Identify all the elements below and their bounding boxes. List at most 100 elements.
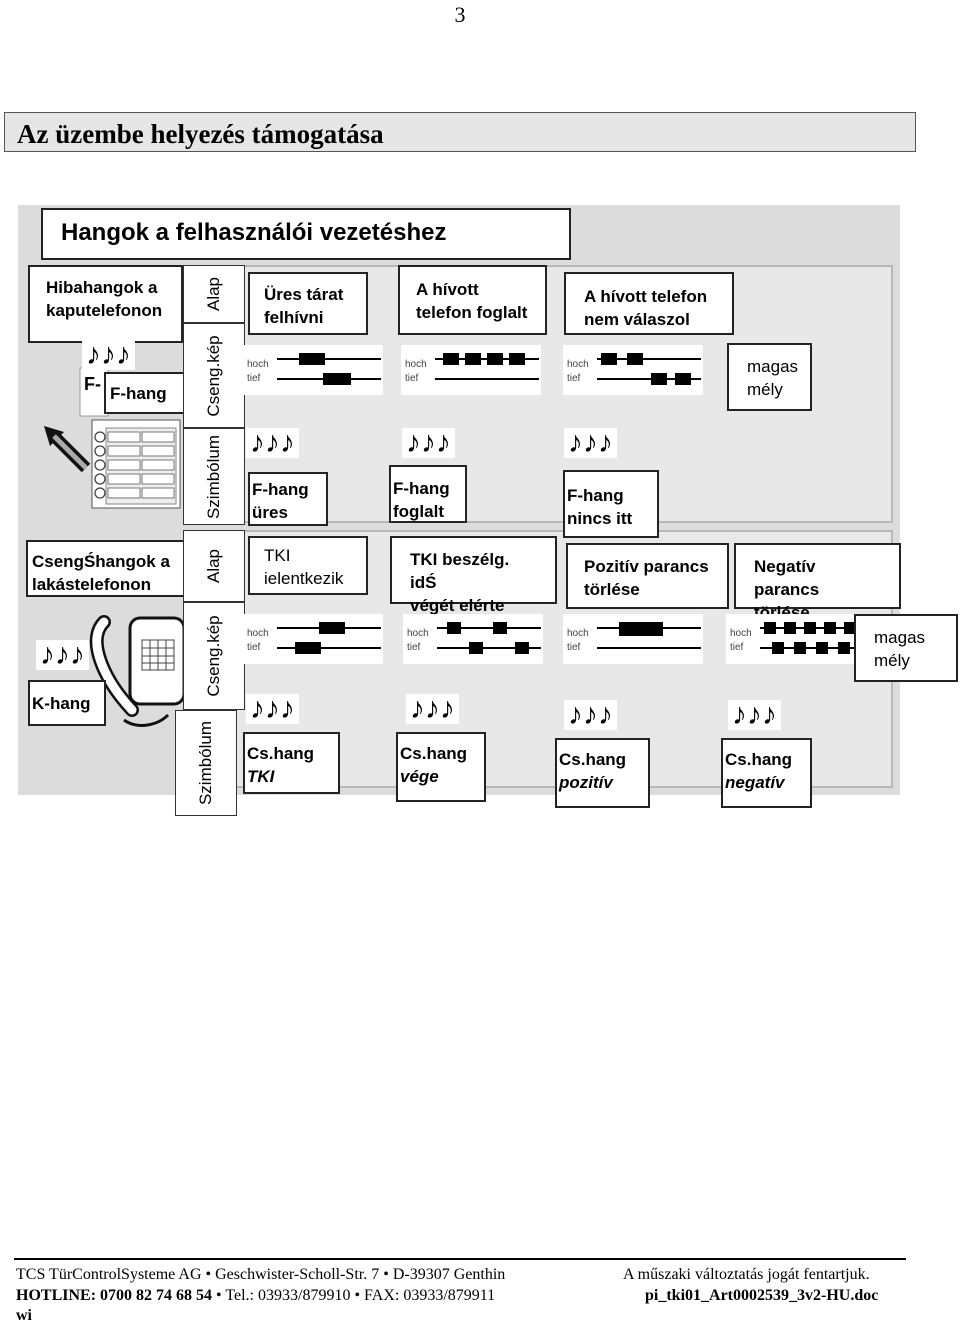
home-heading-line1: CsengŚhangok a [32,552,170,571]
door-col1-title-line1: Üres tárat [264,285,344,304]
door-col2-title-line1: A hívott [416,280,479,299]
door-col2-symbol-line1: F-hang [393,479,450,498]
door-col2-title-line2: telefon foglalt [416,303,528,322]
home-col3-title-line2: törlése [584,580,640,599]
hoch-label: hoch [730,628,752,639]
tief-label: tief [405,373,419,384]
music-note-icon: ♪♪♪ [402,428,455,458]
home-col2-symbol: Cs.hang vége [396,732,486,802]
level-legend-door: magas mély [727,343,812,411]
home-col4-title: Negatív parancs törlése [734,543,901,622]
footer-contact: HOTLINE: 0700 82 74 68 54 • Tel.: 03933/… [16,1287,495,1305]
door-display-text: F- [84,374,101,394]
signal-empty-memory: hoch tief [243,345,383,395]
door-col1-title: Üres tárat felhívni [248,272,368,335]
signal-positive: hoch tief [563,614,703,664]
footer-hotline: HOTLINE: 0700 82 74 68 54 [16,1287,213,1304]
music-note-icon: ♪♪♪ [406,694,459,724]
music-note-icon: ♪♪♪ [246,694,299,724]
level-high-label: magas [747,357,799,376]
panel-title: Hangok a felhasználói vezetéshez [41,208,571,260]
door-station-illustration [72,340,184,510]
home-col1-symbol-line1: Cs.hang [247,744,315,763]
home-col2-title: TKI beszélg. idŚ végét elérte [390,536,557,615]
door-col3-symbol-line1: F-hang [567,486,624,505]
cseng-kep-label-home: Cseng.kép [183,602,245,710]
home-heading: CsengŚhangok a lakástelefonon [26,540,186,597]
door-col1-title-line2: felhívni [264,308,324,327]
door-col1-symbol: F-hang üres [248,472,328,526]
level-legend-home: magas mély [854,614,958,682]
bullet-icon: • [205,1266,212,1283]
home-col2-symbol-line1: Cs.hang [400,744,468,763]
door-col3-title-line1: A hívott telefon [584,287,708,306]
footer-company: TCS TürControlSysteme AG [16,1266,202,1283]
home-col4-title-line1: Negatív parancs [754,557,820,599]
hoch-label: hoch [405,359,427,370]
door-col1-symbol-line1: F-hang [252,480,309,499]
signal-negative: hoch tief [726,614,866,664]
home-col1-title-line1: TKI [264,546,291,565]
hand-pointer-icon [40,422,100,487]
szimbolum-label-home: Szimbólum [175,710,237,816]
home-col3-symbol-line1: Cs.hang [559,750,627,769]
hoch-label: hoch [567,359,589,370]
footer-divider [14,1258,906,1260]
f-hang-label: F-hang [104,372,191,414]
home-col4-symbol-line1: Cs.hang [725,750,793,769]
tief-label: tief [247,642,261,653]
cseng-kep-label-door: Cseng.kép [183,323,245,428]
door-heading-line2: kaputelefonon [46,301,163,320]
music-note-icon: ♪♪♪ [564,428,617,458]
door-col2-symbol: F-hang foglalt [389,465,467,523]
page-number: 3 [454,2,466,27]
hoch-label: hoch [247,359,269,370]
home-col3-title-line1: Pozitív parancs [584,557,709,576]
level-low-label: mély [874,651,910,670]
home-col3-symbol-line2: pozitív [559,773,613,792]
home-col1-title-line2: ielentkezik [264,569,344,588]
tief-label: tief [247,373,261,384]
cseng-kep-label-door-text: Cseng.kép [204,334,223,417]
signal-tki-announces: hoch tief [243,614,383,664]
level-low-label: mély [747,380,783,399]
home-col2-title-line2: végét elérte [410,596,505,615]
door-heading: Hibahangok a kaputelefonon [28,265,183,343]
door-col3-symbol: F-hang nincs itt [563,470,659,538]
home-col3-symbol: Cs.hang pozitív [555,738,650,808]
home-col4-symbol: Cs.hang negatív [721,738,812,808]
door-col1-symbol-line2: üres [252,503,288,522]
tief-label: tief [567,373,581,384]
door-col3-symbol-line2: nincs itt [567,509,633,528]
bullet-icon: • [354,1287,361,1304]
music-note-icon: ♪♪♪ [564,700,617,730]
footer-wi: wi [16,1307,32,1324]
signal-talk-time-end: hoch tief [403,614,543,664]
alap-label-door: Alap [183,265,245,323]
home-col2-title-line1: TKI beszélg. idŚ [410,550,510,592]
home-col1-symbol-line2: TKI [247,767,275,786]
hoch-label: hoch [567,628,589,639]
section-title: Az üzembe helyezés támogatása [4,112,916,152]
signal-busy: hoch tief [401,345,541,395]
szimbolum-label-door: Szimbólum [183,428,245,525]
hoch-label: hoch [407,628,429,639]
tief-label: tief [730,642,744,653]
tief-label: tief [407,642,421,653]
cseng-kep-label-home-text: Cseng.kép [204,615,223,697]
bullet-icon: • [383,1266,389,1283]
szimbolum-label-home-text: Szimbólum [196,720,215,806]
footer-tel: Tel.: 03933/879910 [225,1287,351,1304]
signal-no-answer: hoch tief [563,345,703,395]
level-high-label: magas [874,628,926,647]
home-heading-line2: lakástelefonon [32,575,152,594]
hoch-label: hoch [247,628,269,639]
footer-street: Geschwister-Scholl-Str. 7 [215,1266,380,1283]
home-col1-symbol: Cs.hang TKI [243,732,340,794]
footer-address: TCS TürControlSysteme AG • Geschwister-S… [16,1266,505,1284]
footer-fax: FAX: 03933/879911 [364,1287,496,1304]
footer-doc-name: pi_tki01_Art0002539_3v2-HU.doc [645,1287,879,1304]
footer-rights: A műszaki változtatás jogát fentartjuk. [623,1266,870,1283]
k-hang-label: K-hang [28,680,106,726]
tief-label: tief [567,642,581,653]
